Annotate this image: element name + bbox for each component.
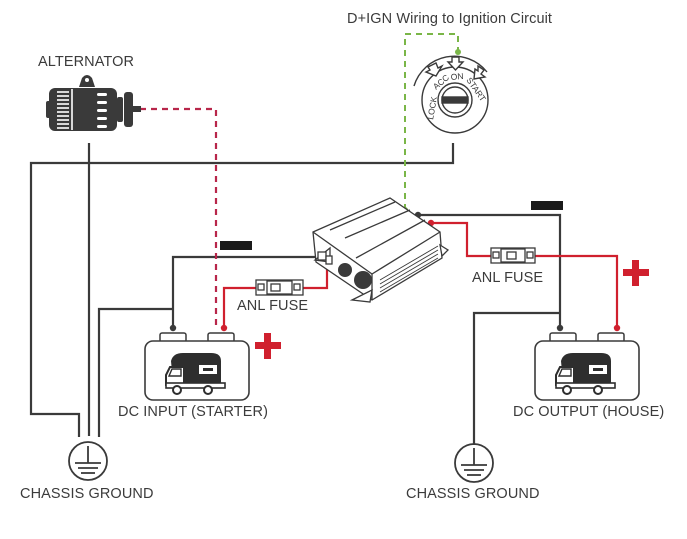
diagram-title: D+IGN Wiring to Ignition Circuit bbox=[347, 11, 553, 27]
starter-battery-icon bbox=[144, 332, 250, 401]
alternator-signal-wire bbox=[140, 107, 218, 328]
chassis-ground-right-icon bbox=[454, 443, 494, 483]
chassis-ground-left-icon bbox=[68, 441, 108, 481]
camper-truck-icon bbox=[165, 353, 226, 395]
input-negative-marker bbox=[220, 241, 252, 250]
dc-dc-charger-icon bbox=[312, 197, 450, 303]
switch-position-on: ON bbox=[450, 71, 464, 82]
output-positive-wire bbox=[431, 221, 619, 328]
switch-position-lock: LOCK bbox=[425, 95, 439, 120]
right-ground-label: CHASSIS GROUND bbox=[406, 486, 540, 502]
output-negative-wire bbox=[418, 213, 562, 328]
input-positive-wire bbox=[222, 262, 329, 328]
alternator-icon bbox=[46, 75, 141, 131]
camper-truck-icon bbox=[555, 353, 616, 395]
ignition-ground-wire bbox=[29, 143, 455, 437]
input-fuse-label: ANL FUSE bbox=[237, 298, 309, 314]
input-anl-fuse-icon bbox=[255, 279, 304, 296]
output-ground-wire bbox=[472, 311, 560, 445]
output-fuse-label: ANL FUSE bbox=[472, 270, 544, 286]
alternator-label: ALTERNATOR bbox=[38, 54, 135, 70]
input-positive-sign bbox=[255, 333, 281, 359]
starter-battery-label: DC INPUT (STARTER) bbox=[118, 404, 269, 420]
output-anl-fuse-icon bbox=[490, 247, 536, 264]
output-positive-sign bbox=[623, 260, 649, 286]
input-ground-link-wire bbox=[97, 307, 173, 437]
ignition-signal-wire bbox=[404, 33, 459, 210]
output-negative-marker bbox=[531, 201, 563, 210]
ignition-switch-icon bbox=[413, 55, 489, 134]
house-battery-label: DC OUTPUT (HOUSE) bbox=[513, 404, 665, 420]
house-battery-icon bbox=[534, 332, 640, 401]
left-ground-label: CHASSIS GROUND bbox=[20, 486, 154, 502]
input-negative-wire bbox=[171, 255, 323, 328]
